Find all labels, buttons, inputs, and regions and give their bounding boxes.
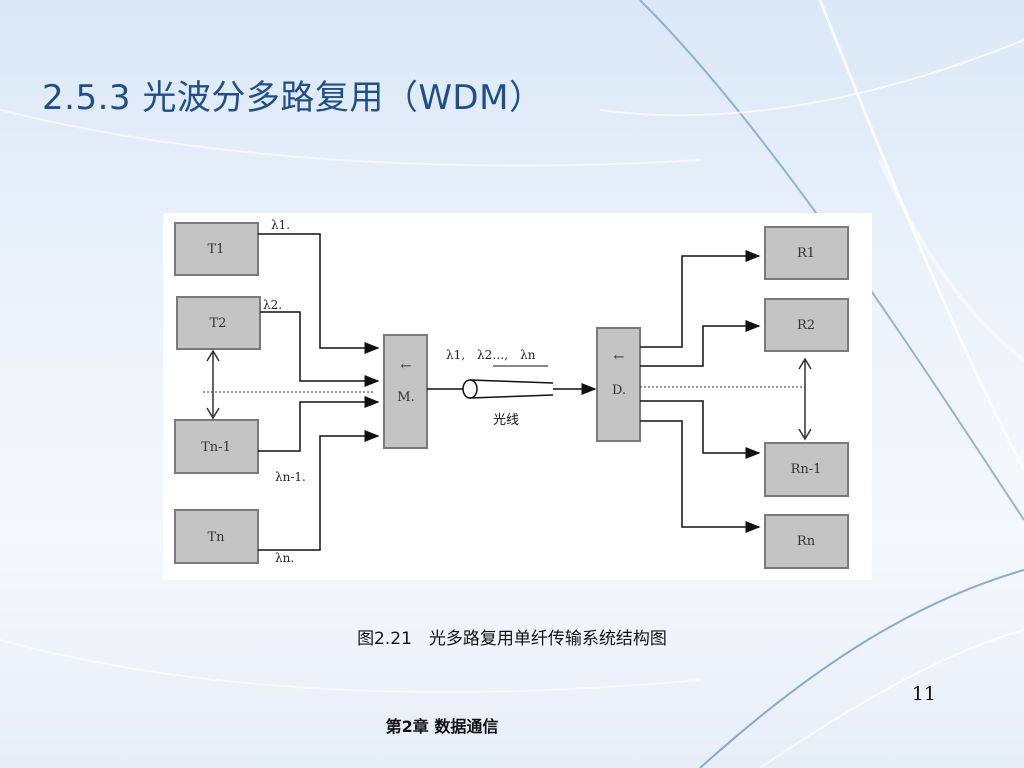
chapter-footer: 第2章 数据通信: [385, 717, 499, 736]
transmitter-tn-1: Tn-1: [174, 419, 259, 474]
wdm-diagram: T1 T2 Tn-1 Tn λ1. λ2. λn-1. λn.: [163, 213, 872, 580]
page-number: 11: [911, 683, 936, 705]
receiver-r2: R2: [764, 298, 849, 352]
lambda-label-2: λ2.: [263, 298, 282, 312]
svg-text:Rn-1: Rn-1: [791, 462, 822, 477]
transmitter-t1: T1: [174, 222, 259, 276]
lambda-label-n-1: λn-1.: [275, 470, 306, 484]
slide-title: 2.5.3 光波分多路复用（WDM）: [42, 78, 544, 118]
demultiplexer-arrow-icon: ←: [614, 350, 625, 365]
svg-text:Tn: Tn: [207, 530, 225, 545]
demultiplexer-box: ← D.: [596, 327, 641, 442]
fiber-cable: [427, 365, 597, 399]
receiver-rn-1: Rn-1: [764, 442, 849, 497]
svg-text:R1: R1: [797, 246, 815, 261]
svg-text:D.: D.: [612, 383, 626, 398]
receiver-r1: R1: [764, 226, 849, 280]
lambda-label-n: λn.: [275, 551, 294, 565]
svg-text:M.: M.: [397, 390, 414, 405]
svg-text:T1: T1: [208, 242, 225, 257]
svg-text:Rn: Rn: [797, 534, 816, 549]
multiplexer-arrow-icon: ←: [401, 359, 412, 374]
figure-caption: 图2.21 光多路复用单纤传输系统结构图: [357, 629, 667, 649]
svg-text:Tn-1: Tn-1: [201, 440, 231, 455]
fiber-wavelengths: λ1, λ2…, λn: [446, 348, 536, 362]
transmitter-t2: T2: [176, 296, 261, 350]
fiber-label: 光线: [493, 413, 519, 428]
transmitter-tn: Tn: [174, 509, 259, 564]
multiplexer-box: ← M.: [383, 334, 428, 449]
receiver-rn: Rn: [764, 514, 849, 569]
lambda-label-1: λ1.: [271, 218, 290, 232]
svg-text:T2: T2: [210, 316, 227, 331]
svg-text:R2: R2: [797, 318, 815, 333]
